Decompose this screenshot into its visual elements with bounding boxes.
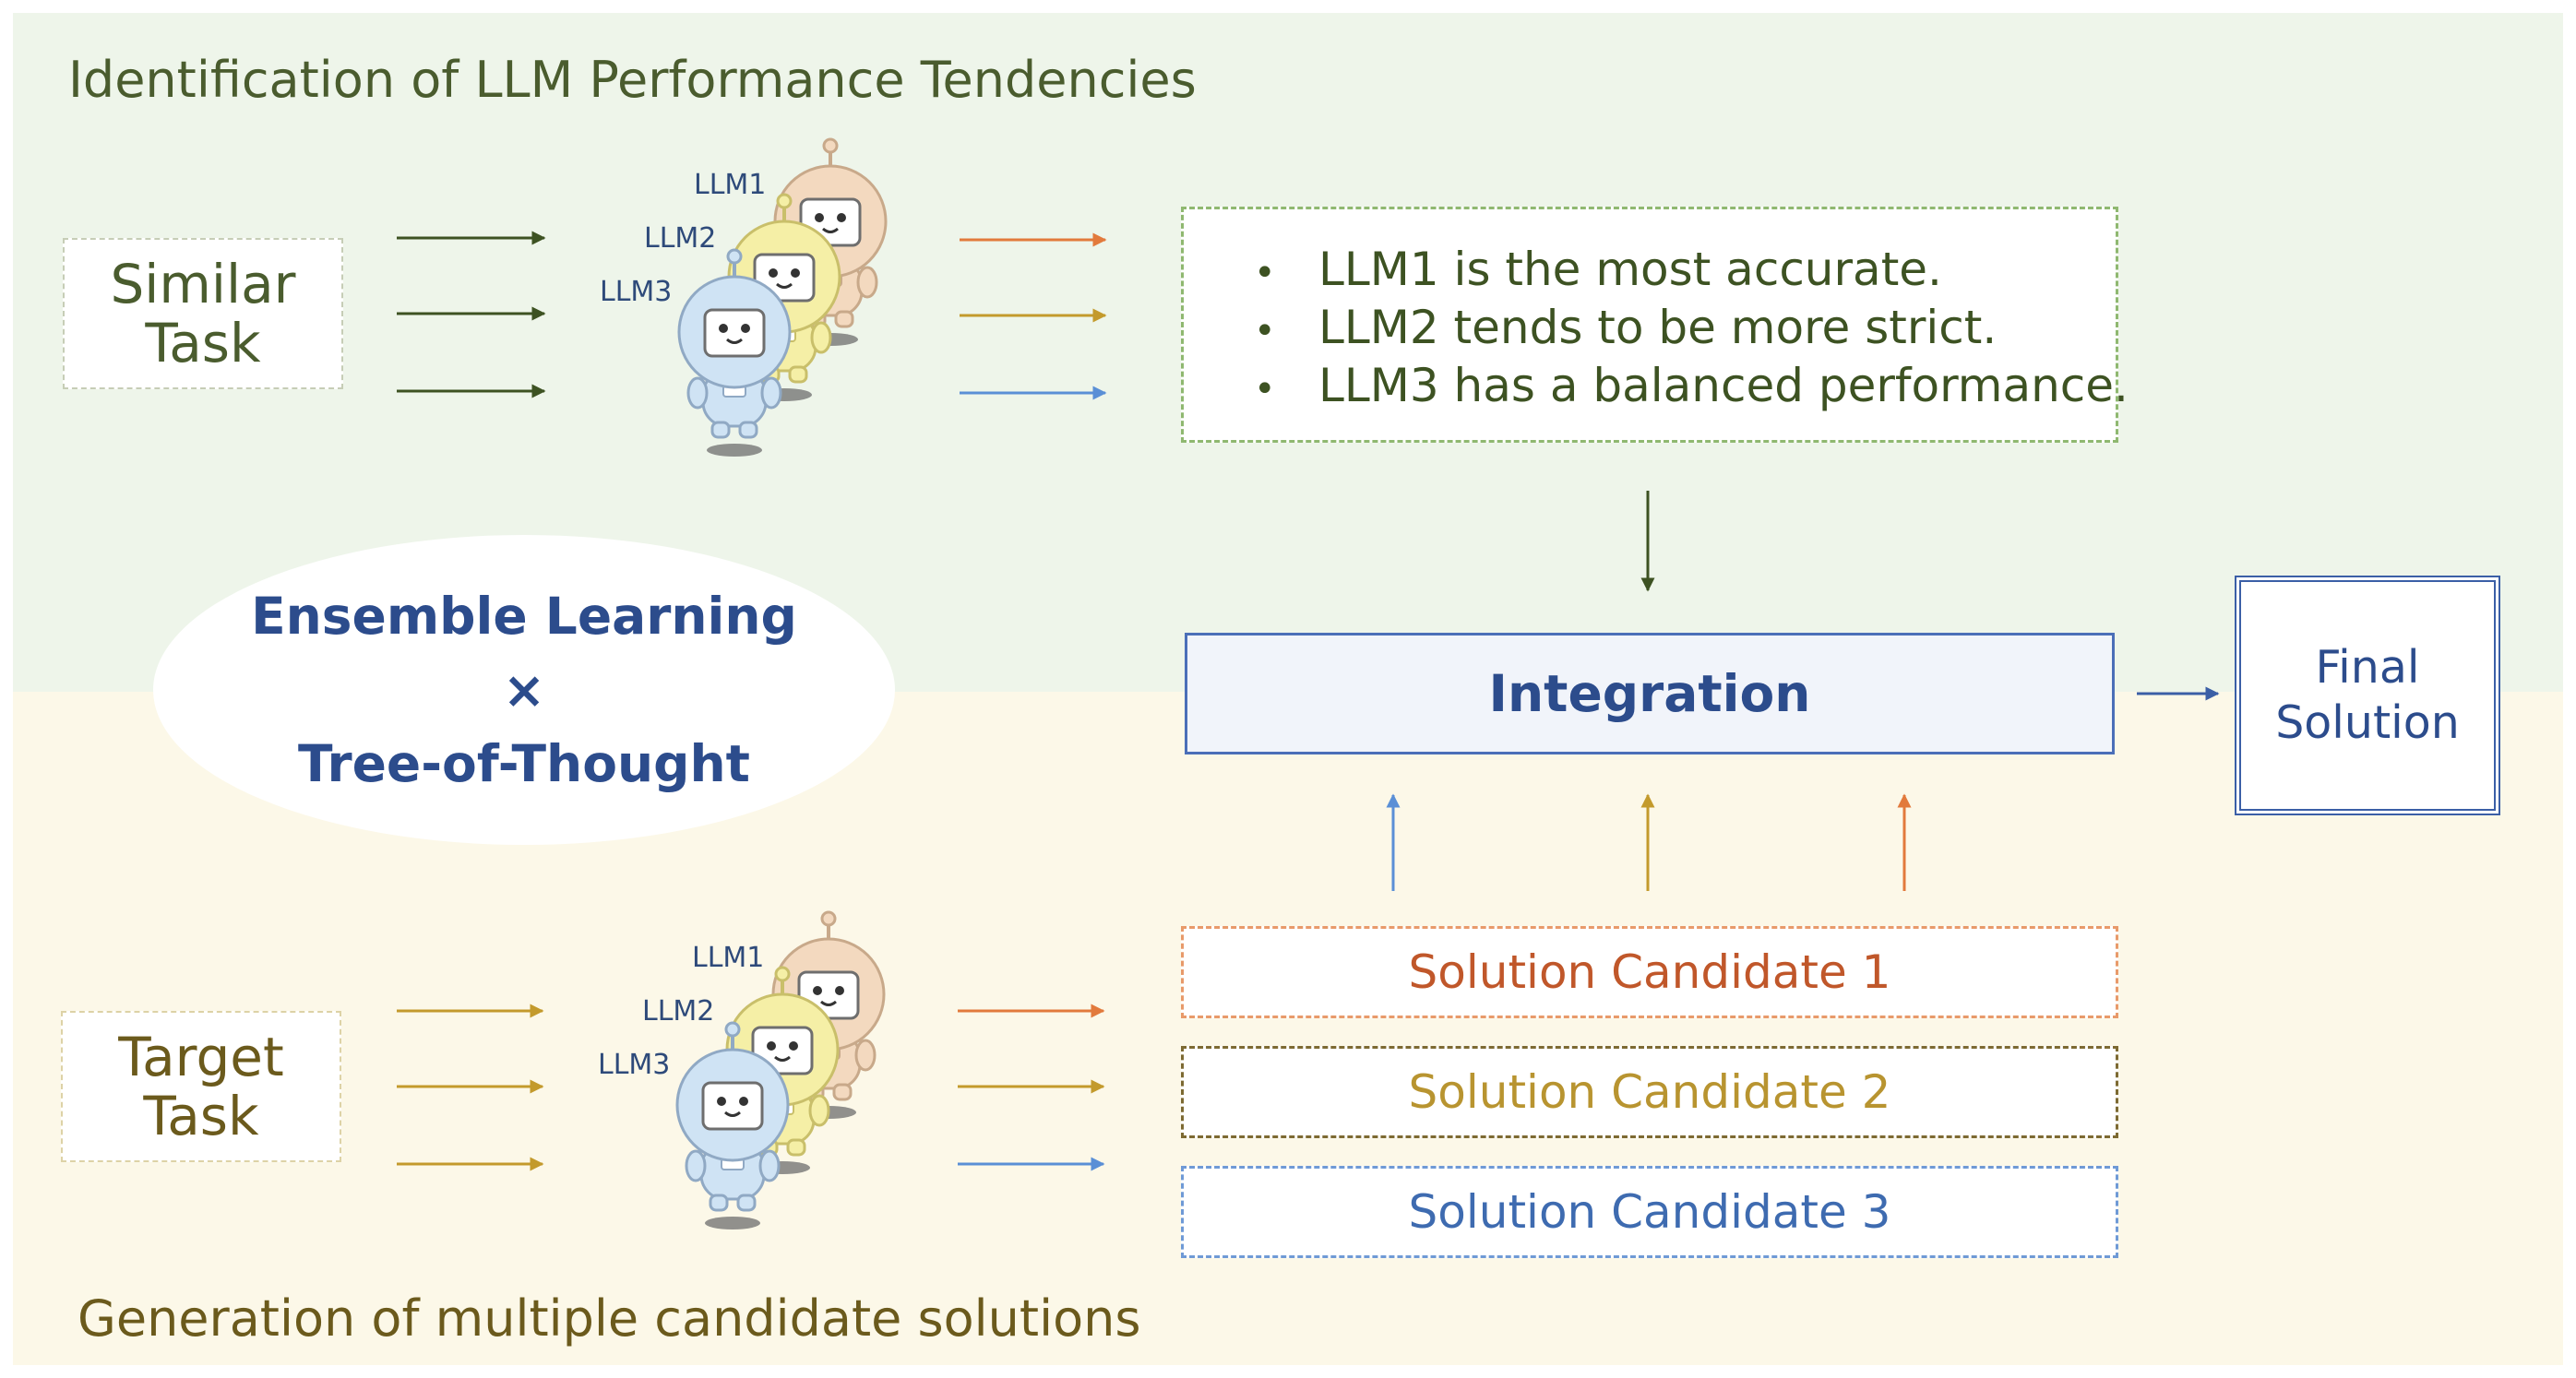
similar-task-line1: Similar — [110, 253, 296, 315]
integration-label: Integration — [1488, 664, 1811, 723]
ensemble-ellipse: Ensemble Learning × Tree-of-Thought — [153, 535, 895, 845]
top-section-title: Identification of LLM Performance Tenden… — [68, 51, 1197, 109]
tendencies-list: LLM1 is the most accurate. LLM2 tends to… — [1254, 243, 2129, 417]
similar-task-box: Similar Task — [63, 238, 343, 389]
tendency-item: LLM1 is the most accurate. — [1254, 243, 2129, 301]
similar-task-line2: Task — [145, 312, 261, 374]
llm-label-2: LLM2 — [644, 222, 716, 255]
robot-llm3 — [675, 1021, 790, 1230]
tendency-item: LLM2 tends to be more strict. — [1254, 301, 2129, 359]
robot-llm3 — [677, 248, 792, 457]
ensemble-line1: Ensemble Learning — [251, 587, 797, 646]
solution-candidate-2: Solution Candidate 2 — [1181, 1046, 2118, 1138]
llm-label-2: LLM2 — [642, 995, 714, 1028]
final-solution-line2: Solution — [2275, 696, 2460, 749]
bottom-section-title: Generation of multiple candidate solutio… — [78, 1289, 1141, 1348]
llm-label-1: LLM1 — [694, 169, 766, 201]
target-task-line2: Task — [143, 1085, 259, 1147]
tendency-item: LLM3 has a balanced performance. — [1254, 359, 2129, 417]
solution-candidate-3: Solution Candidate 3 — [1181, 1166, 2118, 1258]
llm-label-1: LLM1 — [692, 942, 764, 974]
ensemble-line3: Tree-of-Thought — [298, 734, 750, 793]
solution-candidate-3-label: Solution Candidate 3 — [1408, 1185, 1891, 1239]
solution-candidate-1-label: Solution Candidate 1 — [1408, 945, 1891, 999]
integration-box: Integration — [1185, 633, 2115, 754]
target-task-box: Target Task — [61, 1011, 341, 1162]
solution-candidate-2-label: Solution Candidate 2 — [1408, 1065, 1891, 1119]
final-solution-box: Final Solution — [2235, 576, 2500, 815]
tendencies-box: LLM1 is the most accurate. LLM2 tends to… — [1181, 207, 2129, 443]
llm-label-3: LLM3 — [600, 276, 672, 308]
final-solution-line1: Final — [2315, 641, 2420, 694]
solution-candidate-1: Solution Candidate 1 — [1181, 926, 2118, 1018]
robot-llm1 — [773, 137, 888, 346]
target-task-line1: Target — [118, 1026, 284, 1088]
ensemble-times: × — [502, 660, 546, 719]
llm-label-3: LLM3 — [598, 1049, 670, 1081]
